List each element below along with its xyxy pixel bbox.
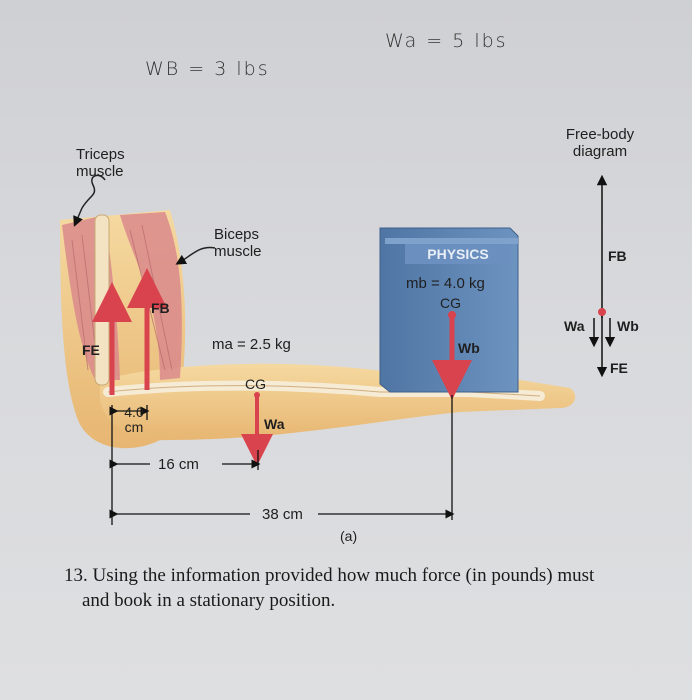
book-title: PHYSICS [427,246,488,262]
question-line-2: and book in a stationary position. [82,590,336,611]
fbd-wb-label: Wb [617,318,639,334]
handwritten-wa-note: Wa = 5 lbs [385,30,508,52]
dist-small-label: 4.0 cm [124,404,144,435]
question-line-1: 13. Using the information provided how m… [64,565,595,586]
biceps-label: Biceps muscle [214,226,262,260]
dist-long-label: 38 cm [262,506,303,523]
fbd-title: Free-body diagram [565,126,635,160]
dist-mid-label: 16 cm [158,456,199,473]
fb-label: FB [151,300,170,316]
fbd-fb-label: FB [608,248,627,264]
triceps-pointer [81,174,106,209]
arm-cg-point [254,392,260,398]
figure-caption: (a) [340,528,358,544]
dimension-lines [109,395,455,525]
fbd-point [598,308,606,316]
fe-label: FE [82,342,100,358]
physics-book [379,227,519,393]
arm-cg-label: CG [245,376,266,392]
mb-label: mb = 4.0 kg [406,275,485,292]
biceps-pointer [175,246,216,265]
free-body-diagram [588,174,616,378]
book-cg-label: CG [440,295,461,311]
ma-label: ma = 2.5 kg [212,336,291,353]
fbd-wa-label: Wa [564,318,585,334]
handwritten-wb-note: WB = 3 lbs [145,58,270,80]
arm-figure: PHYSICS [60,174,616,525]
book-title-band [405,244,511,264]
book-cg-point [448,311,456,319]
humerus-bone [94,214,110,386]
fbd-fe-label: FE [610,360,628,376]
wb-label: Wb [458,340,480,356]
wa-label: Wa [264,416,285,432]
triceps-label: Triceps muscle [76,146,125,180]
